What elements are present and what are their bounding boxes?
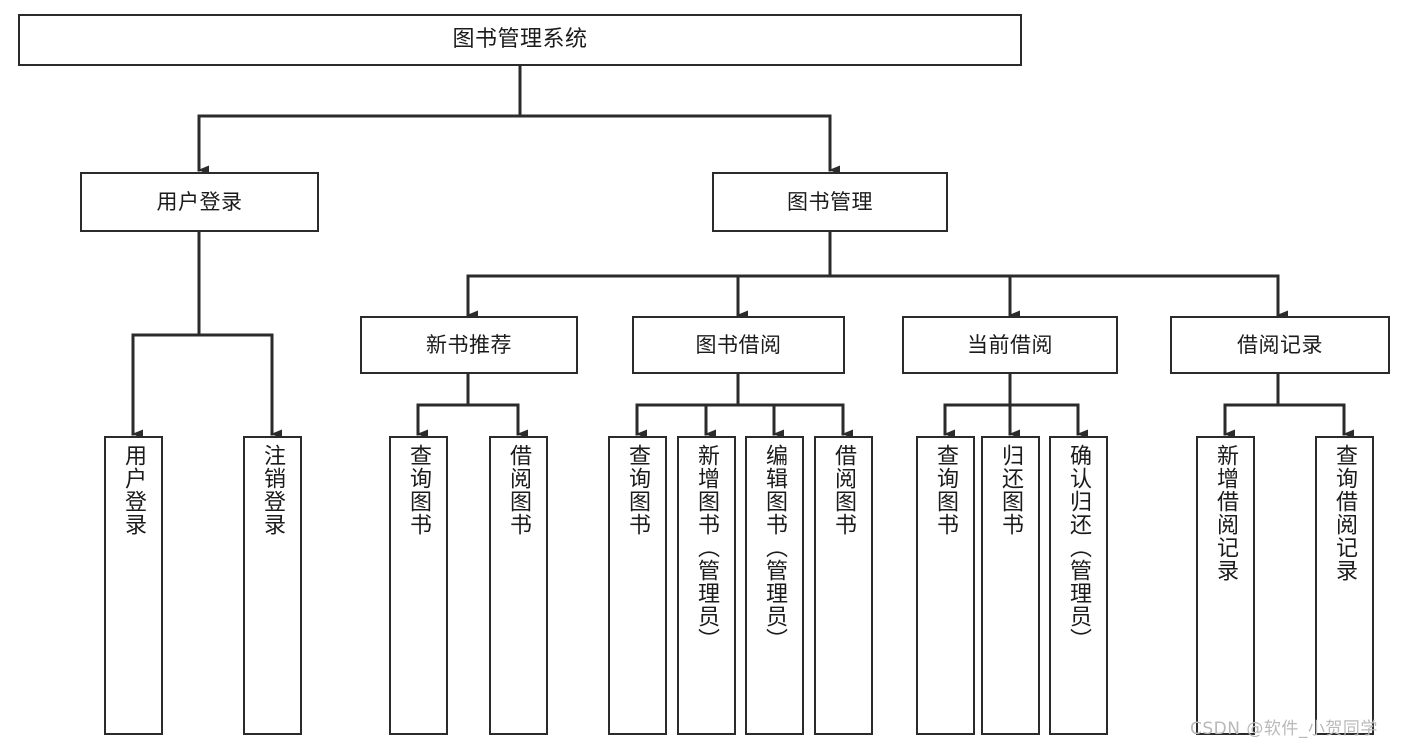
node-leaf-query-book-1[interactable]: 查询图书 [389, 436, 448, 735]
node-leaf-edit-book-label: 编辑图书（管理员） [762, 444, 788, 651]
node-leaf-edit-book[interactable]: 编辑图书（管理员） [745, 436, 804, 735]
node-leaf-confirm-return[interactable]: 确认归还（管理员） [1049, 436, 1108, 735]
node-current-borrow[interactable]: 当前借阅 [902, 316, 1118, 374]
csdn-watermark: CSDN @软件_小贺同学 [1190, 719, 1378, 739]
node-root-label: 图书管理系统 [452, 27, 588, 53]
node-leaf-borrow-book-2-label: 借阅图书 [831, 444, 857, 536]
node-current-borrow-label: 当前借阅 [967, 332, 1053, 357]
node-leaf-add-book-label: 新增图书（管理员） [694, 444, 720, 651]
node-book-manage[interactable]: 图书管理 [712, 172, 948, 232]
node-leaf-borrow-book-2[interactable]: 借阅图书 [814, 436, 873, 735]
node-new-book-recommend-label: 新书推荐 [426, 332, 512, 357]
node-leaf-query-record-label: 查询借阅记录 [1332, 444, 1358, 582]
node-leaf-query-book-1-label: 查询图书 [406, 444, 432, 536]
node-new-book-recommend[interactable]: 新书推荐 [360, 316, 578, 374]
node-book-borrow-label: 图书借阅 [695, 332, 782, 357]
node-leaf-logout-login[interactable]: 注销登录 [243, 436, 302, 735]
node-leaf-add-book[interactable]: 新增图书（管理员） [677, 436, 736, 735]
node-borrow-record-label: 借阅记录 [1237, 332, 1323, 357]
node-borrow-record[interactable]: 借阅记录 [1170, 316, 1390, 374]
node-leaf-borrow-book-1-label: 借阅图书 [506, 444, 532, 536]
node-leaf-confirm-return-label: 确认归还（管理员） [1066, 444, 1092, 651]
node-leaf-logout-login-label: 注销登录 [260, 444, 286, 536]
node-book-manage-label: 图书管理 [787, 189, 873, 214]
node-user-login-label: 用户登录 [156, 189, 243, 214]
node-leaf-borrow-book-1[interactable]: 借阅图书 [489, 436, 548, 735]
node-leaf-user-login-label: 用户登录 [121, 444, 147, 536]
node-leaf-add-record-label: 新增借阅记录 [1213, 444, 1239, 582]
node-leaf-query-book-2-label: 查询图书 [625, 444, 651, 536]
node-user-login[interactable]: 用户登录 [80, 172, 319, 232]
node-leaf-return-book-label: 归还图书 [998, 444, 1024, 536]
node-book-borrow[interactable]: 图书借阅 [632, 316, 845, 374]
node-leaf-user-login[interactable]: 用户登录 [104, 436, 163, 735]
node-leaf-query-book-3-label: 查询图书 [933, 444, 959, 536]
node-leaf-add-record[interactable]: 新增借阅记录 [1196, 436, 1255, 735]
node-leaf-query-book-3[interactable]: 查询图书 [916, 436, 975, 735]
node-leaf-return-book[interactable]: 归还图书 [981, 436, 1040, 735]
node-root[interactable]: 图书管理系统 [18, 14, 1022, 66]
node-leaf-query-book-2[interactable]: 查询图书 [608, 436, 667, 735]
node-leaf-query-record[interactable]: 查询借阅记录 [1315, 436, 1374, 735]
